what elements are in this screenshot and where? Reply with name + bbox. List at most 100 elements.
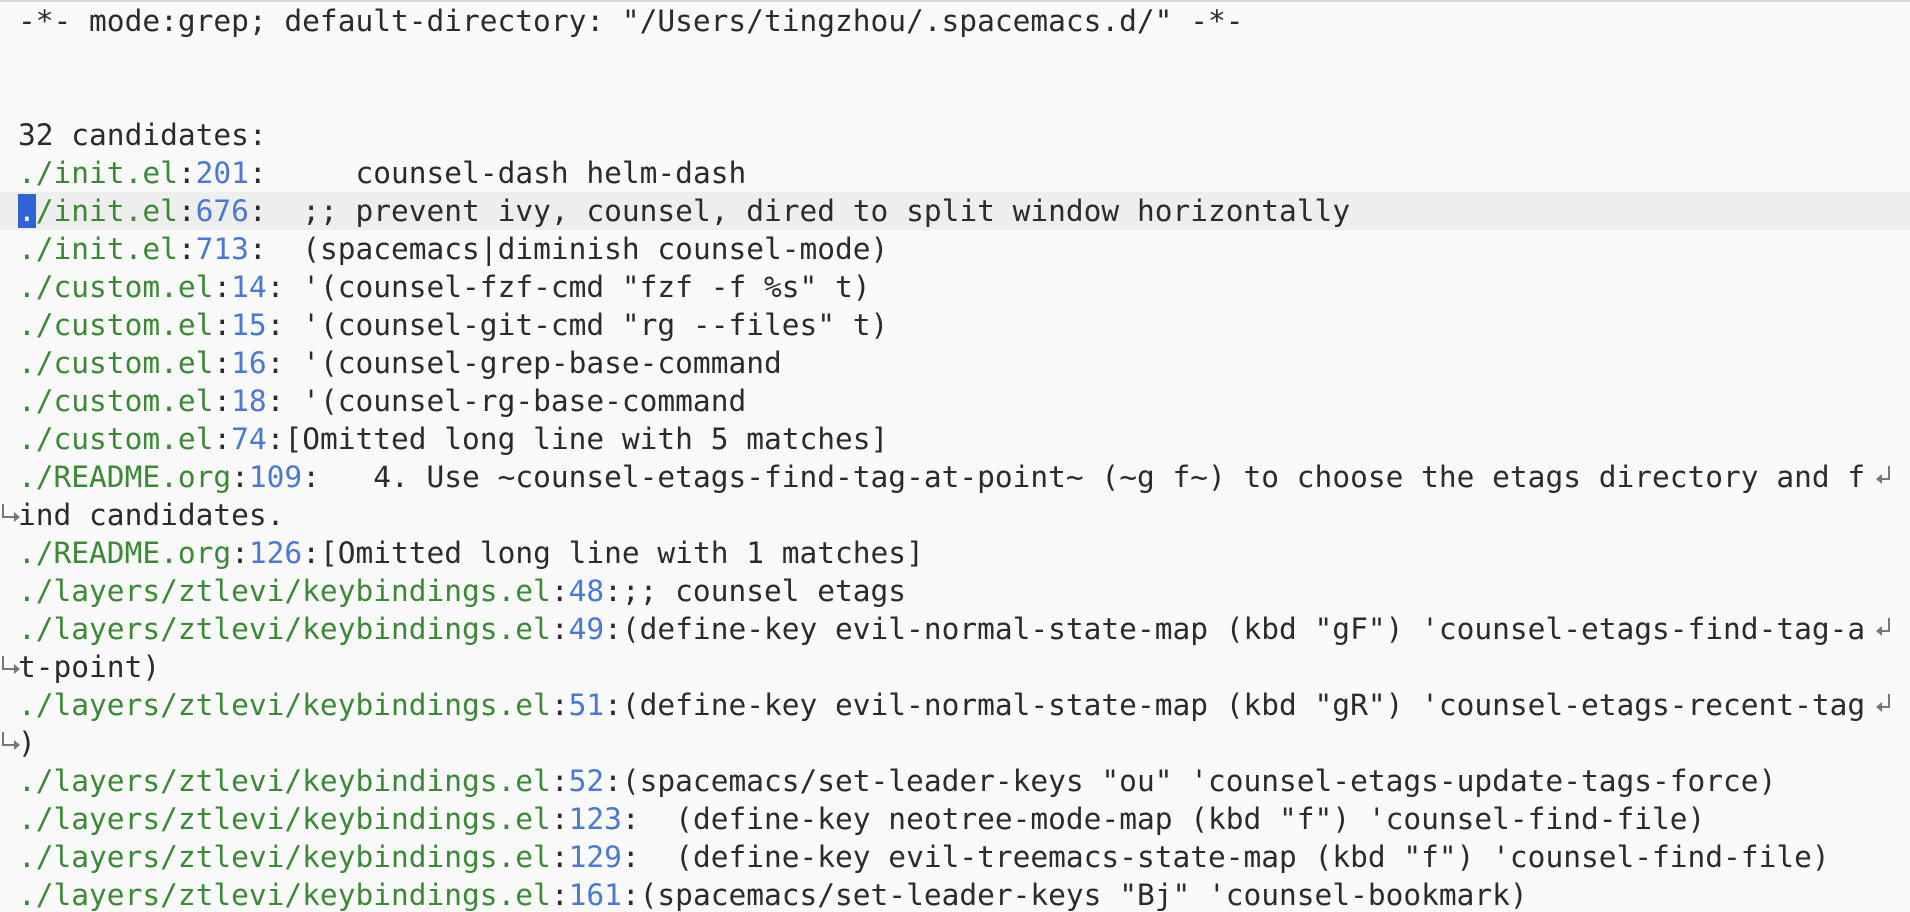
result-file-link[interactable]: ./layers/ztlevi/keybindings.el — [18, 764, 551, 798]
result-file-link[interactable]: ./custom.el — [18, 270, 214, 304]
result-file-link[interactable]: ./layers/ztlevi/keybindings.el — [18, 878, 551, 912]
result-file-link[interactable]: ./init.el — [18, 194, 178, 228]
result-match-text: 4. Use ~counsel-etags-find-tag-at-point~… — [319, 460, 1866, 494]
separator: : — [604, 764, 622, 798]
result-match-text: [Omitted long line with 5 matches] — [284, 422, 889, 456]
result-match-text: (define-key evil-normal-state-map (kbd "… — [621, 612, 1866, 646]
result-file-link[interactable]: ./custom.el — [18, 346, 214, 380]
text-cursor: . — [18, 194, 36, 228]
grep-result-line[interactable]: ./init.el:676: ;; prevent ivy, counsel, … — [0, 192, 1910, 230]
separator: : — [604, 688, 622, 722]
grep-result-line[interactable]: ./README.org:109: 4. Use ~counsel-etags-… — [18, 458, 1898, 496]
continuation-text: ind candidates. — [18, 498, 285, 532]
result-match-text: (define-key evil-treemacs-state-map (kbd… — [639, 840, 1830, 874]
separator: : — [248, 194, 267, 228]
grep-result-line[interactable]: ./layers/ztlevi/keybindings.el:49:(defin… — [18, 610, 1898, 648]
result-line-number[interactable]: 201 — [195, 156, 249, 190]
grep-result-line[interactable]: ./layers/ztlevi/keybindings.el:129: (def… — [18, 838, 1898, 876]
result-match-text: ;; counsel etags — [621, 574, 907, 608]
grep-result-line[interactable]: ./layers/ztlevi/keybindings.el:161:(spac… — [18, 876, 1898, 912]
separator: : — [213, 422, 232, 456]
separator: : — [266, 422, 285, 456]
separator: : — [621, 802, 640, 836]
result-line-number[interactable]: 49 — [568, 612, 605, 646]
grep-result-line[interactable]: ./init.el:713: (spacemacs|diminish couns… — [18, 230, 1898, 268]
grep-result-line[interactable]: ./layers/ztlevi/keybindings.el:123: (def… — [18, 800, 1898, 838]
grep-result-line[interactable]: ./custom.el:15: '(counsel-git-cmd "rg --… — [18, 306, 1898, 344]
separator: : — [266, 308, 285, 342]
grep-result-line[interactable]: ./layers/ztlevi/keybindings.el:52:(space… — [18, 762, 1898, 800]
result-line-number[interactable]: 18 — [231, 384, 267, 418]
result-line-number[interactable]: 51 — [568, 688, 605, 722]
grep-result-line[interactable]: ./layers/ztlevi/keybindings.el:48:;; cou… — [18, 572, 1898, 610]
result-line-number[interactable]: 123 — [568, 802, 622, 836]
separator: : — [621, 840, 640, 874]
result-line-number[interactable]: 161 — [568, 878, 622, 912]
separator: : — [231, 536, 249, 570]
result-file-link[interactable]: ./README.org — [18, 460, 232, 494]
result-match-text: (define-key evil-normal-state-map (kbd "… — [621, 688, 1866, 722]
result-line-number[interactable]: 16 — [231, 346, 267, 380]
separator: : — [213, 270, 232, 304]
grep-result-line[interactable]: ./init.el:201: counsel-dash helm-dash — [18, 154, 1898, 192]
result-file-link[interactable]: ./init.el — [18, 232, 178, 266]
blank-line — [18, 40, 1898, 78]
separator: : — [266, 346, 285, 380]
grep-result-line[interactable]: ./README.org:126:[Omitted long line with… — [18, 534, 1898, 572]
continuation-text: ) — [18, 726, 36, 760]
blank-line — [18, 78, 1898, 116]
result-file-link[interactable]: ./custom.el — [18, 384, 214, 418]
result-match-text: '(counsel-fzf-cmd "fzf -f %s" t) — [284, 270, 871, 304]
result-line-number[interactable]: 129 — [568, 840, 622, 874]
result-line-number[interactable]: 109 — [248, 460, 303, 494]
result-line-number[interactable]: 15 — [231, 308, 267, 342]
separator: : — [266, 384, 285, 418]
result-file-link[interactable]: ./README.org — [18, 536, 232, 570]
separator: : — [550, 764, 569, 798]
grep-result-line[interactable]: ./custom.el:74:[Omitted long line with 5… — [18, 420, 1898, 458]
continuation-icon — [2, 504, 20, 522]
result-line-number[interactable]: 14 — [231, 270, 267, 304]
separator: : — [177, 194, 196, 228]
separator: : — [604, 574, 622, 608]
result-line-number[interactable]: 713 — [195, 232, 249, 266]
result-file-link[interactable]: ./layers/ztlevi/keybindings.el — [18, 688, 551, 722]
separator: : — [621, 878, 640, 912]
result-file-link[interactable]: ./custom.el — [18, 308, 214, 342]
separator: : — [177, 232, 196, 266]
separator: : — [213, 308, 232, 342]
result-file-link[interactable]: ./layers/ztlevi/keybindings.el — [18, 802, 551, 836]
grep-result-line[interactable]: ./custom.el:14: '(counsel-fzf-cmd "fzf -… — [18, 268, 1898, 306]
result-line-number[interactable]: 74 — [231, 422, 267, 456]
separator: : — [550, 840, 569, 874]
continuation-icon — [2, 732, 20, 750]
result-match-text: (spacemacs/set-leader-keys "ou" 'counsel… — [621, 764, 1777, 798]
grep-result-line[interactable]: ./custom.el:18: '(counsel-rg-base-comman… — [18, 382, 1898, 420]
separator: : — [213, 346, 232, 380]
separator: : — [248, 156, 267, 190]
grep-result-line[interactable]: ./custom.el:16: '(counsel-grep-base-comm… — [18, 344, 1898, 382]
result-file-link[interactable]: ./layers/ztlevi/keybindings.el — [18, 574, 551, 608]
result-match-text: (define-key neotree-mode-map (kbd "f") '… — [639, 802, 1706, 836]
separator: : — [266, 270, 285, 304]
result-line-number[interactable]: 676 — [195, 194, 249, 228]
grep-result-line[interactable]: ./layers/ztlevi/keybindings.el:51:(defin… — [18, 686, 1898, 724]
separator: : — [550, 802, 569, 836]
result-file-link[interactable]: ./layers/ztlevi/keybindings.el — [18, 840, 551, 874]
result-line-number[interactable]: 48 — [568, 574, 605, 608]
mode-line-header: -*- mode:grep; default-directory: "/User… — [18, 4, 1244, 38]
line-wrap-icon — [1876, 694, 1890, 712]
result-file-link[interactable]: ./init.el — [18, 156, 178, 190]
result-match-text: '(counsel-rg-base-command — [284, 384, 747, 418]
result-line-number[interactable]: 126 — [248, 536, 303, 570]
result-line-number[interactable]: 52 — [568, 764, 605, 798]
separator: : — [231, 460, 249, 494]
result-file-link[interactable]: ./layers/ztlevi/keybindings.el — [18, 612, 551, 646]
result-file-link[interactable]: ./custom.el — [18, 422, 214, 456]
wrapped-continuation-line: ind candidates. — [2, 496, 1898, 534]
continuation-text: t-point) — [18, 650, 161, 684]
result-match-text: '(counsel-grep-base-command — [284, 346, 782, 380]
result-match-text: counsel-dash helm-dash — [266, 156, 747, 190]
